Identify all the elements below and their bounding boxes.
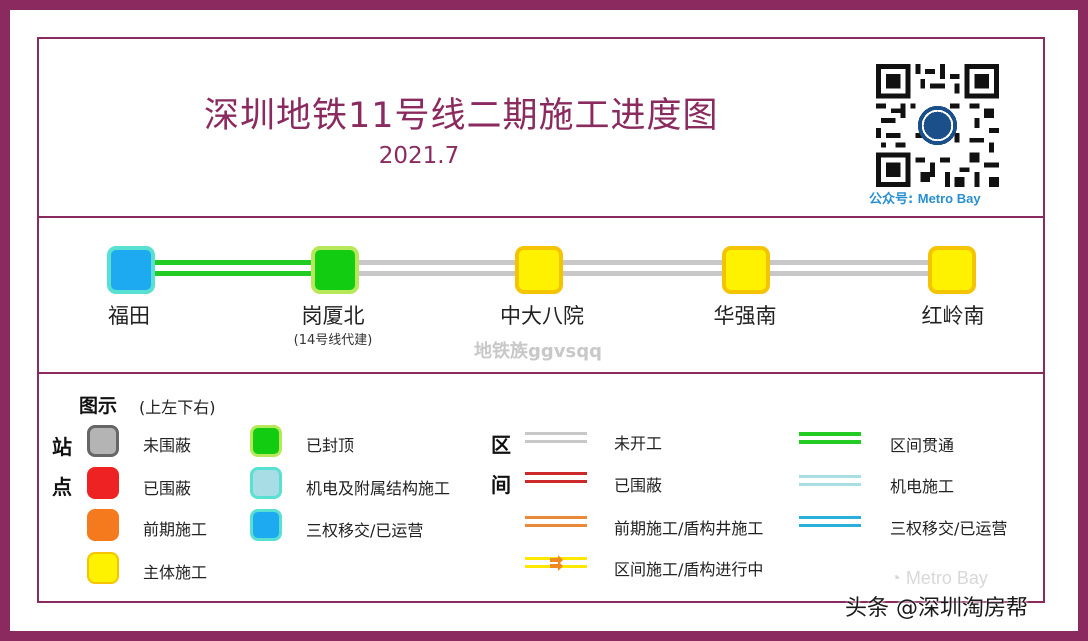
- legend-item: 已围蔽: [143, 479, 192, 498]
- legend-item: 三权移交/已运营: [890, 519, 1008, 538]
- legend-title: 图示: [79, 395, 118, 417]
- legend-subtitle: (上左下右): [139, 398, 216, 417]
- date-label: 2021.7: [378, 143, 460, 169]
- station-name: 中大八院: [500, 304, 584, 328]
- section-gangxiabei-zhongdabayuan: [355, 260, 519, 276]
- legend-item: 主体施工: [143, 563, 208, 582]
- legend-station-label: 站: [52, 435, 72, 459]
- legend-section-label: 间: [491, 473, 511, 497]
- line-operating: [799, 516, 861, 528]
- legend-section-label: 区: [491, 433, 511, 457]
- station-zhongdabayuan: [515, 246, 563, 294]
- tunneling-arrow-icon: [550, 555, 563, 571]
- swatch-unfenced: [87, 425, 119, 457]
- qr-code-icon: [876, 64, 999, 187]
- swatch-operating: [250, 509, 282, 541]
- station-name: 红岭南: [921, 304, 985, 328]
- station-gangxiabei: [311, 246, 359, 294]
- station-honglingnan: [928, 246, 976, 294]
- watermark: 地铁族ggvsqq: [474, 341, 602, 362]
- legend-item: 前期施工: [143, 520, 208, 539]
- section-huaqiangnan-honglingnan: [766, 260, 932, 276]
- legend-item: 机电及附属结构施工: [306, 479, 451, 498]
- section-zhongdabayuan-huaqiangnan: [559, 260, 726, 276]
- legend-item: 机电施工: [890, 477, 955, 496]
- line-prelim: [525, 516, 587, 528]
- swatch-topped: [250, 425, 282, 457]
- line-mep: [799, 475, 861, 487]
- section-futian-gangxiabei: [151, 260, 315, 276]
- legend-item: 已围蔽: [614, 476, 663, 495]
- page-title: 深圳地铁11号线二期施工进度图: [204, 96, 719, 136]
- station-name: 福田: [108, 304, 150, 328]
- wechat-icon: ◔: [890, 568, 906, 588]
- line-through: [799, 432, 861, 444]
- station-name: 岗厦北: [301, 304, 365, 328]
- credit-text: 头条 @深圳淘房帮: [845, 596, 1028, 621]
- swatch-fenced: [87, 467, 119, 499]
- diagram-panel: 深圳地铁11号线二期施工进度图 2021.7 公众号: Metro Bay: [37, 37, 1045, 603]
- station-note: (14号线代建): [293, 333, 373, 348]
- legend-item: 三权移交/已运营: [306, 521, 424, 540]
- swatch-prelim: [87, 509, 119, 541]
- legend-item: 区间贯通: [890, 436, 955, 455]
- legend-item: 未开工: [614, 434, 663, 453]
- divider-bottom: [39, 372, 1043, 374]
- legend-station-label: 点: [52, 475, 72, 499]
- station-huaqiangnan: [722, 246, 770, 294]
- legend-item: 区间施工/盾构进行中: [614, 560, 764, 579]
- swatch-mep: [250, 467, 282, 499]
- station-name: 华强南: [713, 304, 777, 328]
- divider-top: [39, 216, 1043, 218]
- swatch-main: [87, 552, 119, 584]
- qr-caption: 公众号: Metro Bay: [869, 191, 981, 207]
- station-futian: [107, 246, 155, 294]
- line-unstarted: [525, 432, 587, 444]
- legend-item: 已封顶: [306, 436, 355, 455]
- line-fenced: [525, 472, 587, 484]
- legend-item: 未围蔽: [143, 436, 192, 455]
- line-tunneling: [525, 555, 587, 571]
- legend-item: 前期施工/盾构井施工: [614, 519, 764, 538]
- brand-watermark: ◔ Metro Bay: [890, 568, 988, 588]
